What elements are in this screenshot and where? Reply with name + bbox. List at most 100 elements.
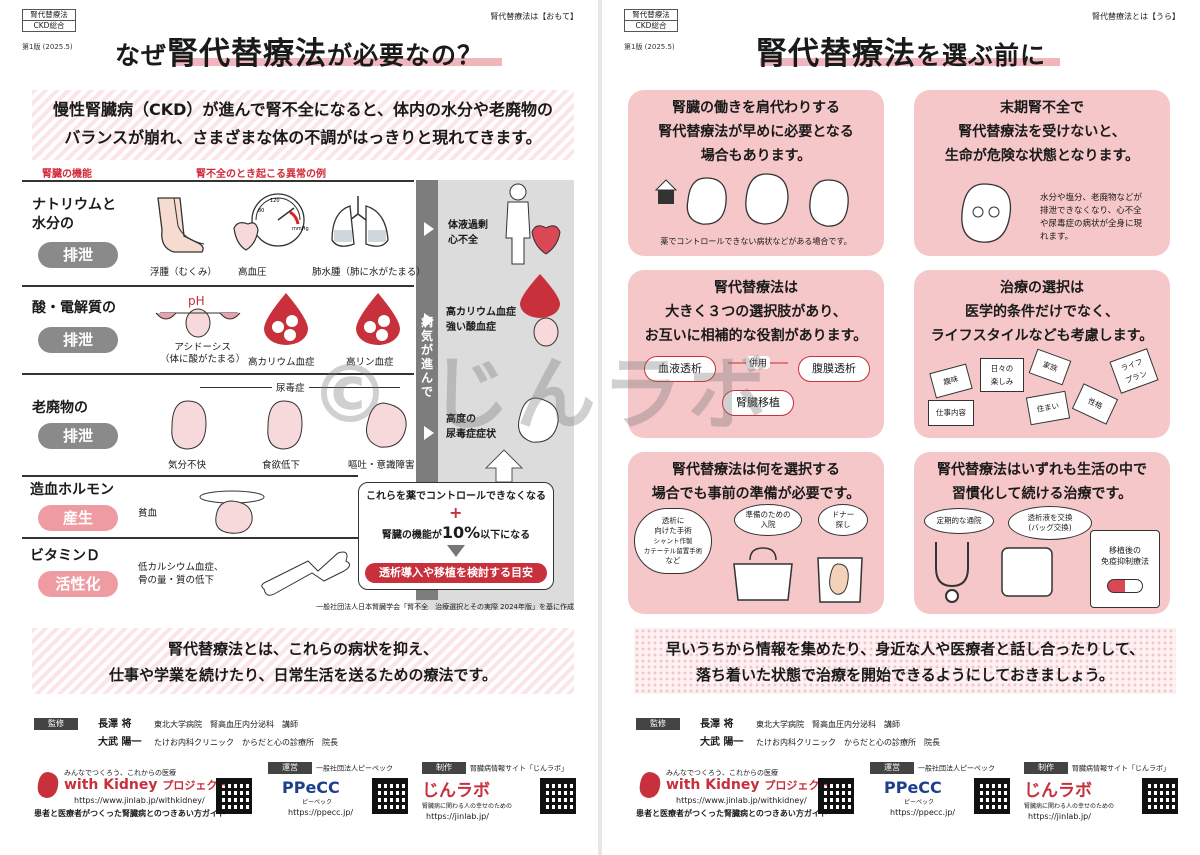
supervisor-block: 監修長澤 将東北大学病院 腎高血圧内分泌科 講師 大武 陽一たけお内科クリニック… xyxy=(636,716,940,752)
summary-box: 早いうちから情報を集めたり、身近な人や医療者と話し合ったりして、落ち着いた状態で… xyxy=(634,628,1176,694)
qr-code-ppecc[interactable] xyxy=(974,778,1010,814)
cap-line: アシドーシス xyxy=(174,342,231,353)
pill-production: 産生 xyxy=(38,505,118,531)
page-tag: 腎代替療法とは【うら】 xyxy=(1092,12,1180,21)
producer-label: 制作 xyxy=(1024,762,1068,774)
row-vitamin-d: ビタミンＤ 活性化 低カルシウム血症、骨の量・質の低下 xyxy=(22,537,358,609)
jinlab-url[interactable]: https://jinlab.jp/ xyxy=(426,812,489,821)
bubble-line: 入院 xyxy=(760,520,776,529)
with-kidney-title: with Kidney xyxy=(666,777,760,793)
capsule-icon xyxy=(1107,579,1143,593)
kidney-distressed-icon xyxy=(961,183,1012,243)
card-line: 腎代替療法は何を選択する xyxy=(672,462,840,478)
card-text: 腎代替療法はいずれも生活の中で習慣化して続ける治療です。 xyxy=(914,458,1170,506)
tag-line1: 腎代替療法 xyxy=(23,10,75,21)
piece-line: 日々の xyxy=(990,364,1014,373)
card-text: 治療の選択は医学的条件だけでなく、ライフスタイルなども考慮します。 xyxy=(914,276,1170,348)
supervisor-name: 長澤 将 xyxy=(98,719,132,730)
with-kidney-project: プロジェクト xyxy=(764,779,831,792)
label-line: ナトリウムと xyxy=(32,197,116,213)
row-waste: 老廃物の 排泄 尿毒症 気分不快 食欲低下 嘔吐・意識障害 xyxy=(22,373,415,475)
broken-bone-icon xyxy=(261,551,350,596)
card-line: 腎代替療法は xyxy=(714,280,798,296)
threshold-callout: これらを薬でコントロールできなくなる + 腎臓の機能が10%以下になる 透析導入… xyxy=(358,482,554,590)
qr-code-jinlab[interactable] xyxy=(1142,778,1178,814)
supervisor-affiliation: たけお内科クリニック からだと心の診療所 院長 xyxy=(756,738,940,747)
callout-line2: 腎臓の機能が10%以下になる xyxy=(359,525,553,543)
stethoscope-dialysis-icon xyxy=(935,542,1053,603)
supervisor-name: 大武 陽一 xyxy=(700,737,744,748)
note-line: れます。 xyxy=(1040,232,1074,242)
bubble-line: ドナー xyxy=(831,510,855,519)
title-underline xyxy=(172,58,502,66)
arrow-right-icon xyxy=(424,426,434,440)
outcome-line: 強い酸血症 xyxy=(446,322,496,333)
jinlab-url[interactable]: https://jinlab.jp/ xyxy=(1028,812,1091,821)
card-line: 末期腎不全で xyxy=(1000,100,1084,116)
ppecc-block: 運営一般社団法人ピーペック PPeCC ピーペック https://ppecc.… xyxy=(870,762,995,817)
jinlab-block: 制作腎臓病情報サイト「じんラボ」 じんラボ 腎臓病に関わる人の幸せのための ht… xyxy=(422,762,568,821)
caption-pulmonary-edema: 肺水腫（肺に水がたまる） xyxy=(312,267,426,278)
producer-name: 腎臓病情報サイト「じんラボ」 xyxy=(470,764,568,773)
phosphorus-drop-icon xyxy=(356,293,400,345)
ppecc-kana: ピーペック xyxy=(302,799,333,806)
supervisor-name: 長澤 将 xyxy=(700,719,734,730)
with-kidney-url[interactable]: https://www.jinlab.jp/withkidney/ xyxy=(676,796,807,805)
pill-activation: 活性化 xyxy=(38,571,118,597)
jinlab-tagline: 腎臓病に関わる人の幸せのための xyxy=(422,803,513,810)
with-kidney-url[interactable]: https://www.jinlab.jp/withkidney/ xyxy=(74,796,205,805)
qr-code-withkidney[interactable] xyxy=(216,778,252,814)
qr-code-ppecc[interactable] xyxy=(372,778,408,814)
bubble-line: (バッグ交換) xyxy=(1028,523,1072,532)
card-line: 場合でも事前の準備が必要です。 xyxy=(651,486,861,502)
outcome-line: 心不全 xyxy=(448,235,478,246)
arrow-up-icon xyxy=(484,449,524,483)
intro-line: 慢性腎臓病（CKD）が進んで腎不全になると、体内の水分や老廃物の xyxy=(53,100,553,119)
row-acid: 酸・電解質の 排泄 pH アシドーシス（体に酸がたまる） 高カリウム血症 高リン… xyxy=(22,285,414,373)
gauge-tick: 80 xyxy=(258,208,264,214)
callout-part: 腎臓の機能が xyxy=(381,530,442,541)
caption-edema: 浮腫（むくみ） xyxy=(150,267,217,278)
gauge-tick: 120 xyxy=(270,198,280,204)
outcome-3: 高度の尿毒症症状 xyxy=(446,412,496,442)
arrow-down-icon xyxy=(447,545,465,557)
arrow-right-icon xyxy=(424,222,434,236)
note-line: 水分や塩分、老廃物などが xyxy=(1040,193,1143,203)
card-note: 水分や塩分、老廃物などが排泄できなくなり、心不全や尿毒症の病状が全身に現れます。 xyxy=(1040,192,1142,244)
with-kidney-desc: 患者と医療者がつくった腎臓病とのつきあい方ガイド xyxy=(34,809,226,818)
bubble-surgery: 透析に向けた手術シャント作製カテーテル留置手術など xyxy=(634,508,712,574)
page-tag: 腎代替療法は【おもて】 xyxy=(490,12,578,21)
caption-acidosis: アシドーシス（体に酸がたまる） xyxy=(160,342,245,366)
supervisor-2: 大武 陽一 たけお内科クリニック からだと心の診療所 院長 xyxy=(636,734,940,752)
bubble-line: 透析に xyxy=(661,516,685,525)
ppecc-url[interactable]: https://ppecc.jp/ xyxy=(288,808,354,817)
person-heart-failure-icon xyxy=(505,183,561,265)
with-kidney-title: with Kidney xyxy=(64,777,158,793)
callout-percent: 10% xyxy=(441,523,481,542)
note-line: 排泄できなくなり、心不全 xyxy=(1040,206,1142,216)
caption-hyperkalemia: 高カリウム血症 xyxy=(248,357,315,368)
puzzle-piece: 住まい xyxy=(1025,390,1071,426)
qr-code-jinlab[interactable] xyxy=(540,778,576,814)
bubble-visit: 定期的な通院 xyxy=(924,508,994,534)
row-label: ナトリウムと水分の xyxy=(32,196,116,234)
puzzle-piece: 家族 xyxy=(1028,348,1072,386)
ppecc-logo: PPeCC xyxy=(282,778,340,797)
jinlab-block: 制作腎臓病情報サイト「じんラボ」 じんラボ 腎臓病に関わる人の幸せのための ht… xyxy=(1024,762,1170,821)
outcome-line: 高度の xyxy=(446,414,476,425)
outcome-line: 尿毒症症状 xyxy=(446,429,496,440)
card-early-need: 腎臓の働きを肩代わりする腎代替療法が早めに必要となる場合もあります。 薬でコント… xyxy=(628,90,884,256)
acid-scale-icon: pH xyxy=(155,294,241,338)
qr-code-withkidney[interactable] xyxy=(818,778,854,814)
producer-label: 制作 xyxy=(422,762,466,774)
title-part: が必要なの？ xyxy=(327,41,484,70)
edema-leg-icon xyxy=(157,197,205,253)
hospital-bag-icon xyxy=(733,547,793,601)
edition: 第1版 (2025.5) xyxy=(624,43,675,51)
ppecc-url[interactable]: https://ppecc.jp/ xyxy=(890,808,956,817)
col-head-function: 腎臓の機能 xyxy=(42,169,92,180)
supervisor-block: 監修長澤 将東北大学病院 腎高血圧内分泌科 講師 大武 陽一たけお内科クリニック… xyxy=(34,716,338,752)
